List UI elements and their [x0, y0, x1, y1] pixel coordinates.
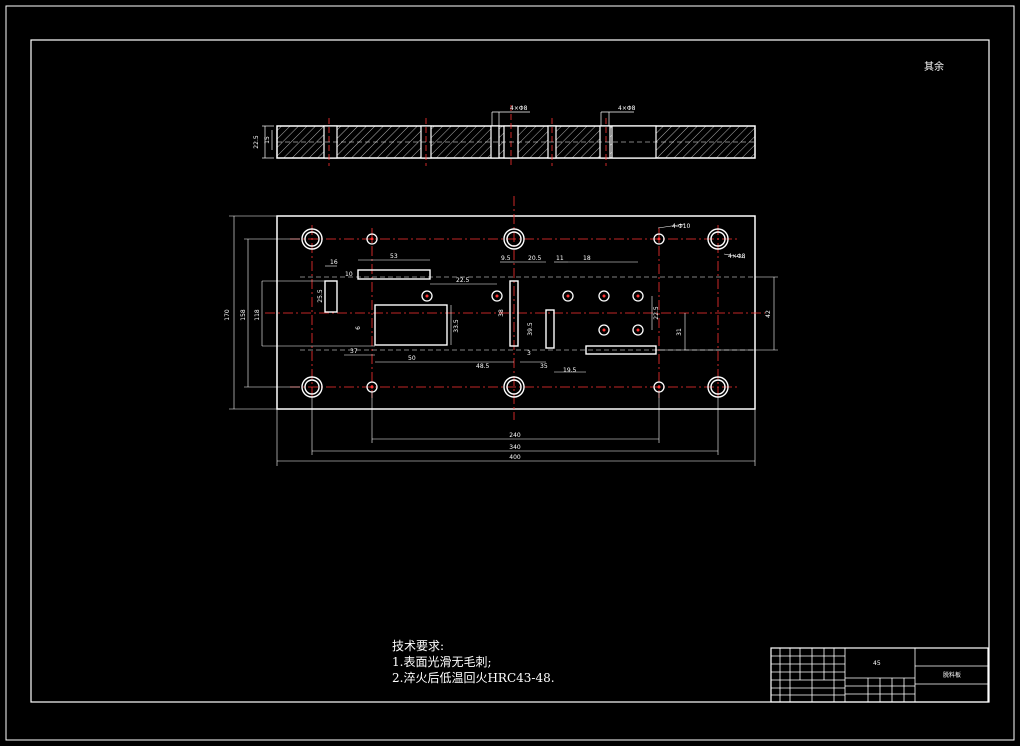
dim-42: 42	[765, 310, 772, 318]
dim-48-5: 48.5	[476, 363, 490, 370]
dim-18: 18	[583, 255, 591, 262]
tech-item-2: 2.淬火后低温回火HRC43-48.	[392, 671, 555, 685]
dim-thickness-total: 22.5	[253, 135, 260, 149]
dim-16: 16	[330, 259, 338, 266]
callout-corner: 4×Φ8	[728, 253, 746, 260]
material-label: 45	[873, 660, 881, 667]
dim-10: 10	[345, 271, 353, 278]
dim-3: 3	[527, 350, 531, 357]
callout-left: 4×Φ8	[510, 105, 528, 112]
dim-37: 37	[350, 348, 358, 355]
dim-25-5: 25.5	[317, 289, 324, 303]
technical-requirements: 技术要求: 1.表面光滑无毛刺; 2.淬火后低温回火HRC43-48.	[392, 638, 555, 686]
dim-53: 53	[390, 253, 398, 260]
outer-frame	[5, 5, 1015, 741]
dim-118: 118	[254, 309, 261, 321]
dim-6: 6	[355, 326, 362, 330]
part-name-label: 脱料板	[943, 671, 961, 679]
section-view	[262, 105, 756, 166]
dim-50: 50	[408, 355, 416, 362]
dim-thickness-inner: 15	[264, 136, 271, 144]
dim-170: 170	[224, 309, 231, 321]
dim-158: 158	[240, 309, 247, 321]
plan-view	[229, 196, 778, 466]
dim-9-5: 9.5	[501, 255, 511, 262]
dim-33-5: 33.5	[453, 319, 460, 333]
callout-hole-10: 4-Φ10	[672, 223, 691, 230]
dim-400: 400	[509, 454, 521, 461]
dim-35: 35	[540, 363, 548, 370]
dim-31: 31	[676, 328, 683, 336]
dim-20-5: 20.5	[528, 255, 542, 262]
dim-19-5: 19.5	[563, 367, 577, 374]
callout-right: 4×Φ8	[618, 105, 636, 112]
dim-11: 11	[556, 255, 564, 262]
dim-38: 38	[498, 309, 505, 317]
dim-240: 240	[509, 432, 521, 439]
dim-340: 340	[509, 444, 521, 451]
inner-frame	[30, 39, 990, 703]
dim-22-5: 22.5	[456, 277, 470, 284]
surface-roughness-note: 其余	[924, 62, 944, 73]
dim-22-5b: 22.5	[653, 306, 660, 320]
tech-title: 技术要求:	[392, 639, 445, 653]
tech-item-1: 1.表面光滑无毛刺;	[392, 655, 492, 669]
dim-39-5: 39.5	[527, 322, 534, 336]
title-block	[770, 647, 989, 703]
